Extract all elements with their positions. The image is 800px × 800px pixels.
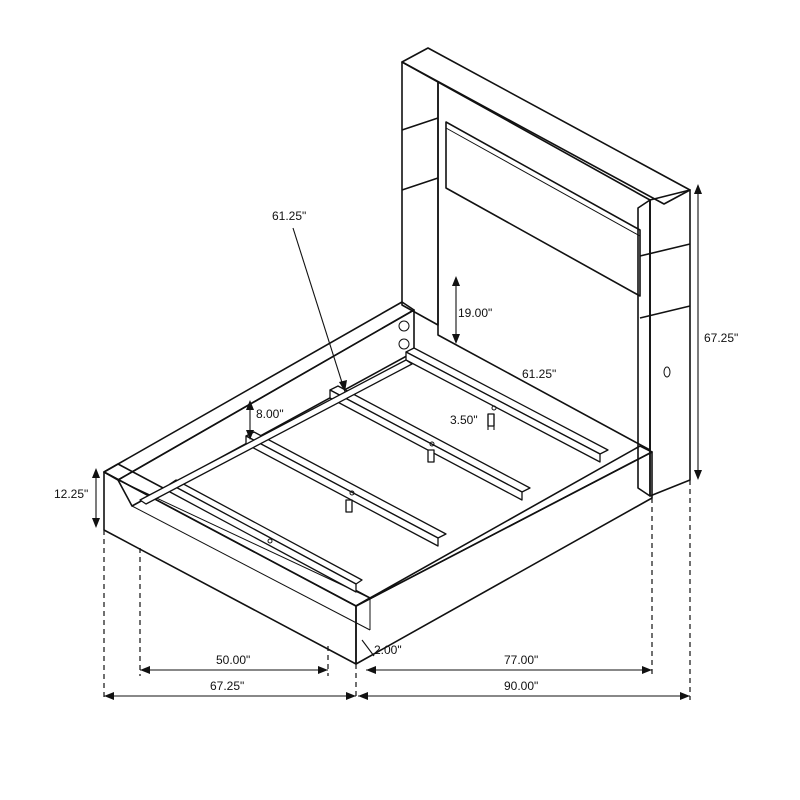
slat xyxy=(245,431,447,539)
center-leg xyxy=(487,413,495,427)
center-rail xyxy=(139,359,413,505)
label-side-outer-length: 90.00" xyxy=(504,679,538,693)
label-headboard-height: 67.25" xyxy=(704,331,738,345)
dimension-lines xyxy=(92,184,702,700)
headboard-face xyxy=(401,61,439,326)
label-headboard-clearance: 19.00" xyxy=(458,306,492,320)
label-inner-length: 61.25" xyxy=(522,367,556,381)
slat xyxy=(329,389,523,501)
headboard-right-post-face xyxy=(649,189,691,497)
slat xyxy=(245,435,439,547)
label-front-inner-width: 50.00" xyxy=(216,653,250,667)
slat xyxy=(405,351,601,463)
rail-bolt-hole xyxy=(398,338,410,350)
headboard-right-post-side xyxy=(637,199,651,497)
headboard-panel xyxy=(437,81,651,451)
headboard-window xyxy=(445,121,641,297)
center-leg xyxy=(345,499,353,513)
label-center-leg-height: 3.50" xyxy=(450,413,478,427)
label-front-outer-width: 67.25" xyxy=(210,679,244,693)
dimension-labels: 61.25" 67.25" 19.00" 61.25" 8.00" 3.50" … xyxy=(54,209,738,693)
rail-bolt-hole xyxy=(398,320,410,332)
headboard-knob xyxy=(663,366,671,378)
label-leader-61-25: 61.25" xyxy=(272,209,306,223)
label-rail-thickness: 2.00" xyxy=(374,643,402,657)
center-leg xyxy=(427,449,435,463)
label-side-inner-length: 77.00" xyxy=(504,653,538,667)
label-side-rail-height: 8.00" xyxy=(256,407,284,421)
slat xyxy=(169,479,363,585)
label-rail-height: 12.25" xyxy=(54,487,88,501)
slats xyxy=(139,347,609,593)
slat xyxy=(169,483,357,593)
left-rail-top xyxy=(103,301,415,481)
